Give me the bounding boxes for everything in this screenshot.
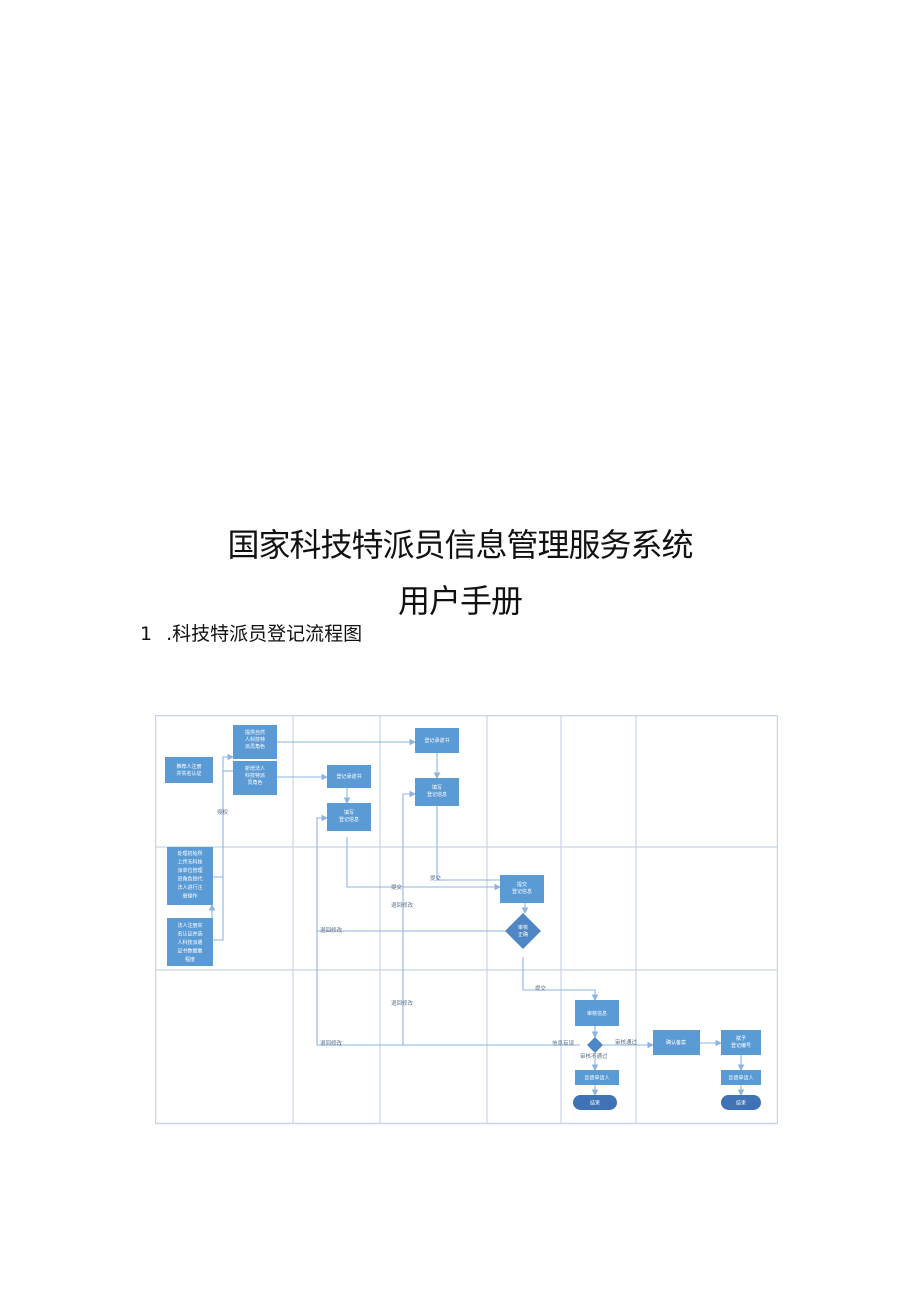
label-return4: 退回修改 bbox=[320, 1039, 343, 1047]
node-n8-text: 处理初始所上传无科技派单位管理员角色替代法人进行注册操作 bbox=[177, 850, 202, 900]
label-audit-pass: 审核通过 bbox=[615, 1038, 638, 1046]
node-n9 bbox=[167, 918, 213, 966]
section-title: .科技特派员登记流程图 bbox=[166, 623, 363, 645]
label-return2: 退回修改 bbox=[320, 926, 343, 934]
node-n14-text: 结束 bbox=[590, 1100, 600, 1107]
registration-flowchart: 推荐人注册并实名认证 提供自然人科技特派员角色 新增法人科技特派员角色 登记承诺… bbox=[155, 715, 778, 1125]
node-n11-text: 审核正确 bbox=[518, 924, 528, 938]
label-info-wrong: 信息有误 bbox=[552, 1039, 575, 1047]
node-n6-text: 登记承诺书 bbox=[424, 737, 449, 744]
node-n6 bbox=[415, 728, 459, 753]
node-n9-text: 法人注册实名认证并选人科技派遣证书数据重程度 bbox=[177, 922, 202, 963]
node-n5 bbox=[327, 803, 371, 831]
label-return1: 退回修改 bbox=[391, 901, 414, 909]
section-heading: 1 .科技特派员登记流程图 bbox=[140, 619, 362, 646]
connectors bbox=[208, 738, 745, 1097]
terminal-nodes bbox=[573, 1095, 761, 1110]
node-n17 bbox=[721, 1070, 761, 1085]
node-n10 bbox=[500, 875, 544, 903]
node-n15-text: 确认备案 bbox=[666, 1039, 686, 1046]
node-n12 bbox=[575, 1000, 619, 1026]
process-boxes bbox=[165, 725, 761, 1085]
document-title: 国家科技特派员信息管理服务系统 bbox=[227, 526, 693, 564]
node-n11 bbox=[505, 913, 541, 949]
node-n2 bbox=[233, 725, 277, 759]
diamond-small bbox=[587, 1037, 603, 1053]
node-texts: 推荐人注册并实名认证 提供自然人科技特派员角色 新增法人科技特派员角色 登记承诺… bbox=[176, 729, 753, 1107]
swimlane-grid bbox=[155, 715, 778, 1125]
node-n3 bbox=[233, 761, 277, 795]
label-return3: 退回修改 bbox=[391, 999, 414, 1007]
node-n1-text: 推荐人注册并实名认证 bbox=[176, 763, 201, 777]
node-n1 bbox=[165, 757, 213, 783]
node-n2-text: 提供自然人科技特派员角色 bbox=[245, 729, 265, 750]
node-n15 bbox=[653, 1030, 700, 1055]
node-n12-text: 审核信息 bbox=[587, 1010, 607, 1017]
edge-labels: 授权 提交 提交 退回修改 退回修改 退回修改 退回修改 提交 信息有误 审核不… bbox=[217, 808, 638, 1060]
label-submit3: 提交 bbox=[535, 984, 547, 992]
node-n3-text: 新增法人科技特派员角色 bbox=[245, 765, 265, 786]
decision-nodes bbox=[505, 913, 603, 1053]
document-subtitle: 用户手册 bbox=[397, 582, 523, 620]
label-submit1: 提交 bbox=[391, 883, 403, 891]
section-number: 1 bbox=[140, 623, 153, 645]
label-submit2: 提交 bbox=[430, 874, 442, 882]
node-n13 bbox=[575, 1070, 619, 1085]
node-n18 bbox=[721, 1095, 761, 1110]
node-n14 bbox=[573, 1095, 617, 1110]
node-n7 bbox=[415, 778, 459, 806]
label-audit-fail: 审核不通过 bbox=[580, 1052, 608, 1060]
node-n4-text: 登记承诺书 bbox=[336, 773, 361, 780]
node-n8 bbox=[167, 847, 213, 905]
node-n10-text: 提交登记信息 bbox=[512, 881, 532, 895]
node-n18-text: 结束 bbox=[736, 1100, 746, 1107]
node-n17-text: 反馈申请人 bbox=[728, 1075, 753, 1082]
node-n13-text: 反馈申请人 bbox=[584, 1075, 609, 1082]
node-n7-text: 填写登记信息 bbox=[427, 784, 447, 798]
node-n16 bbox=[721, 1030, 761, 1055]
node-n5-text: 填写登记信息 bbox=[339, 809, 359, 823]
label-auth: 授权 bbox=[217, 808, 229, 816]
node-n4 bbox=[327, 765, 371, 788]
node-n16-text: 赋予登记编号 bbox=[731, 1035, 751, 1049]
